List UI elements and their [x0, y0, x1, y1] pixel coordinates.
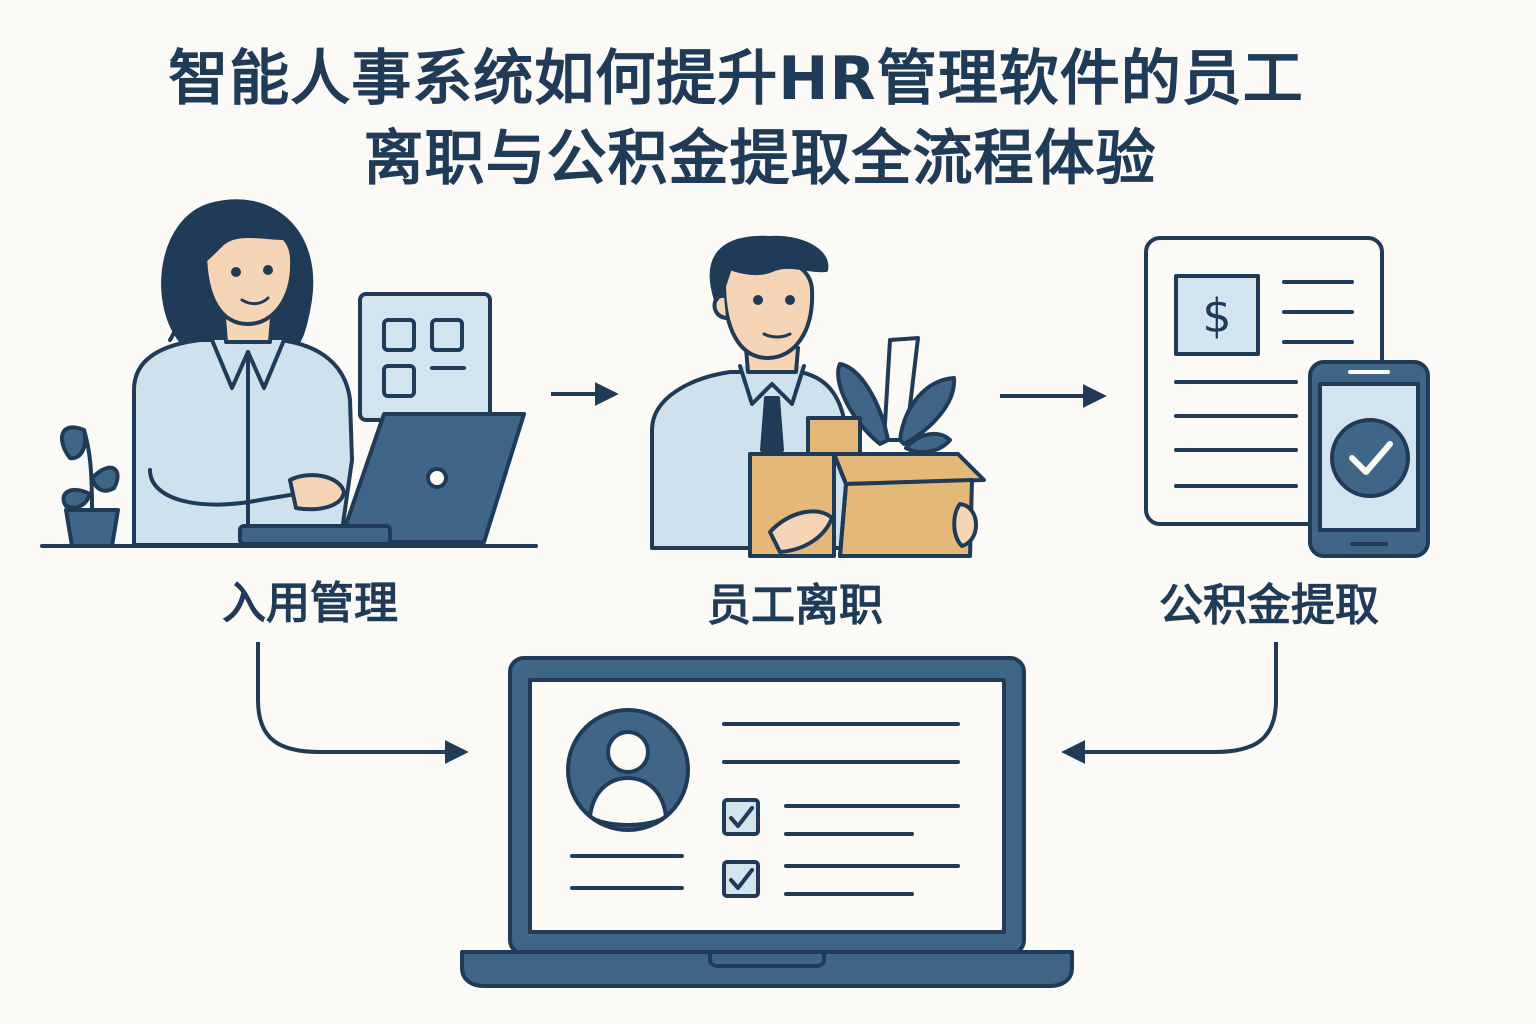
plant-icon — [60, 425, 120, 548]
dashboard-widget-icon — [358, 292, 492, 422]
stage-label-hiring: 入用管理 — [222, 578, 398, 629]
user-avatar-icon — [566, 708, 690, 832]
stage-label-resignation: 员工离职 — [707, 580, 883, 631]
title-line-1: 智能人事系统如何提升HR管理软件的员工 — [168, 44, 1304, 114]
checkbox-icon — [722, 798, 760, 836]
dollar-sign-icon: $ — [1202, 289, 1231, 343]
flow-arrow-left-to-system — [256, 642, 469, 764]
hiring-illustration — [40, 199, 538, 548]
checkbox-icon — [722, 860, 760, 898]
title-line-2: 离职与公积金提取全流程体验 — [363, 124, 1157, 194]
potted-plant-icon — [836, 336, 957, 455]
resignation-illustration — [650, 235, 986, 558]
smartphone-icon — [1308, 360, 1430, 558]
stage-label-fund-withdrawal: 公积金提取 — [1159, 580, 1379, 631]
check-circle-icon — [1330, 418, 1410, 498]
fund-withdrawal-illustration — [1144, 236, 1430, 558]
laptop-icon — [238, 412, 526, 546]
hr-system-laptop-icon — [460, 656, 1074, 988]
flow-arrow-right-to-system — [1061, 642, 1278, 764]
